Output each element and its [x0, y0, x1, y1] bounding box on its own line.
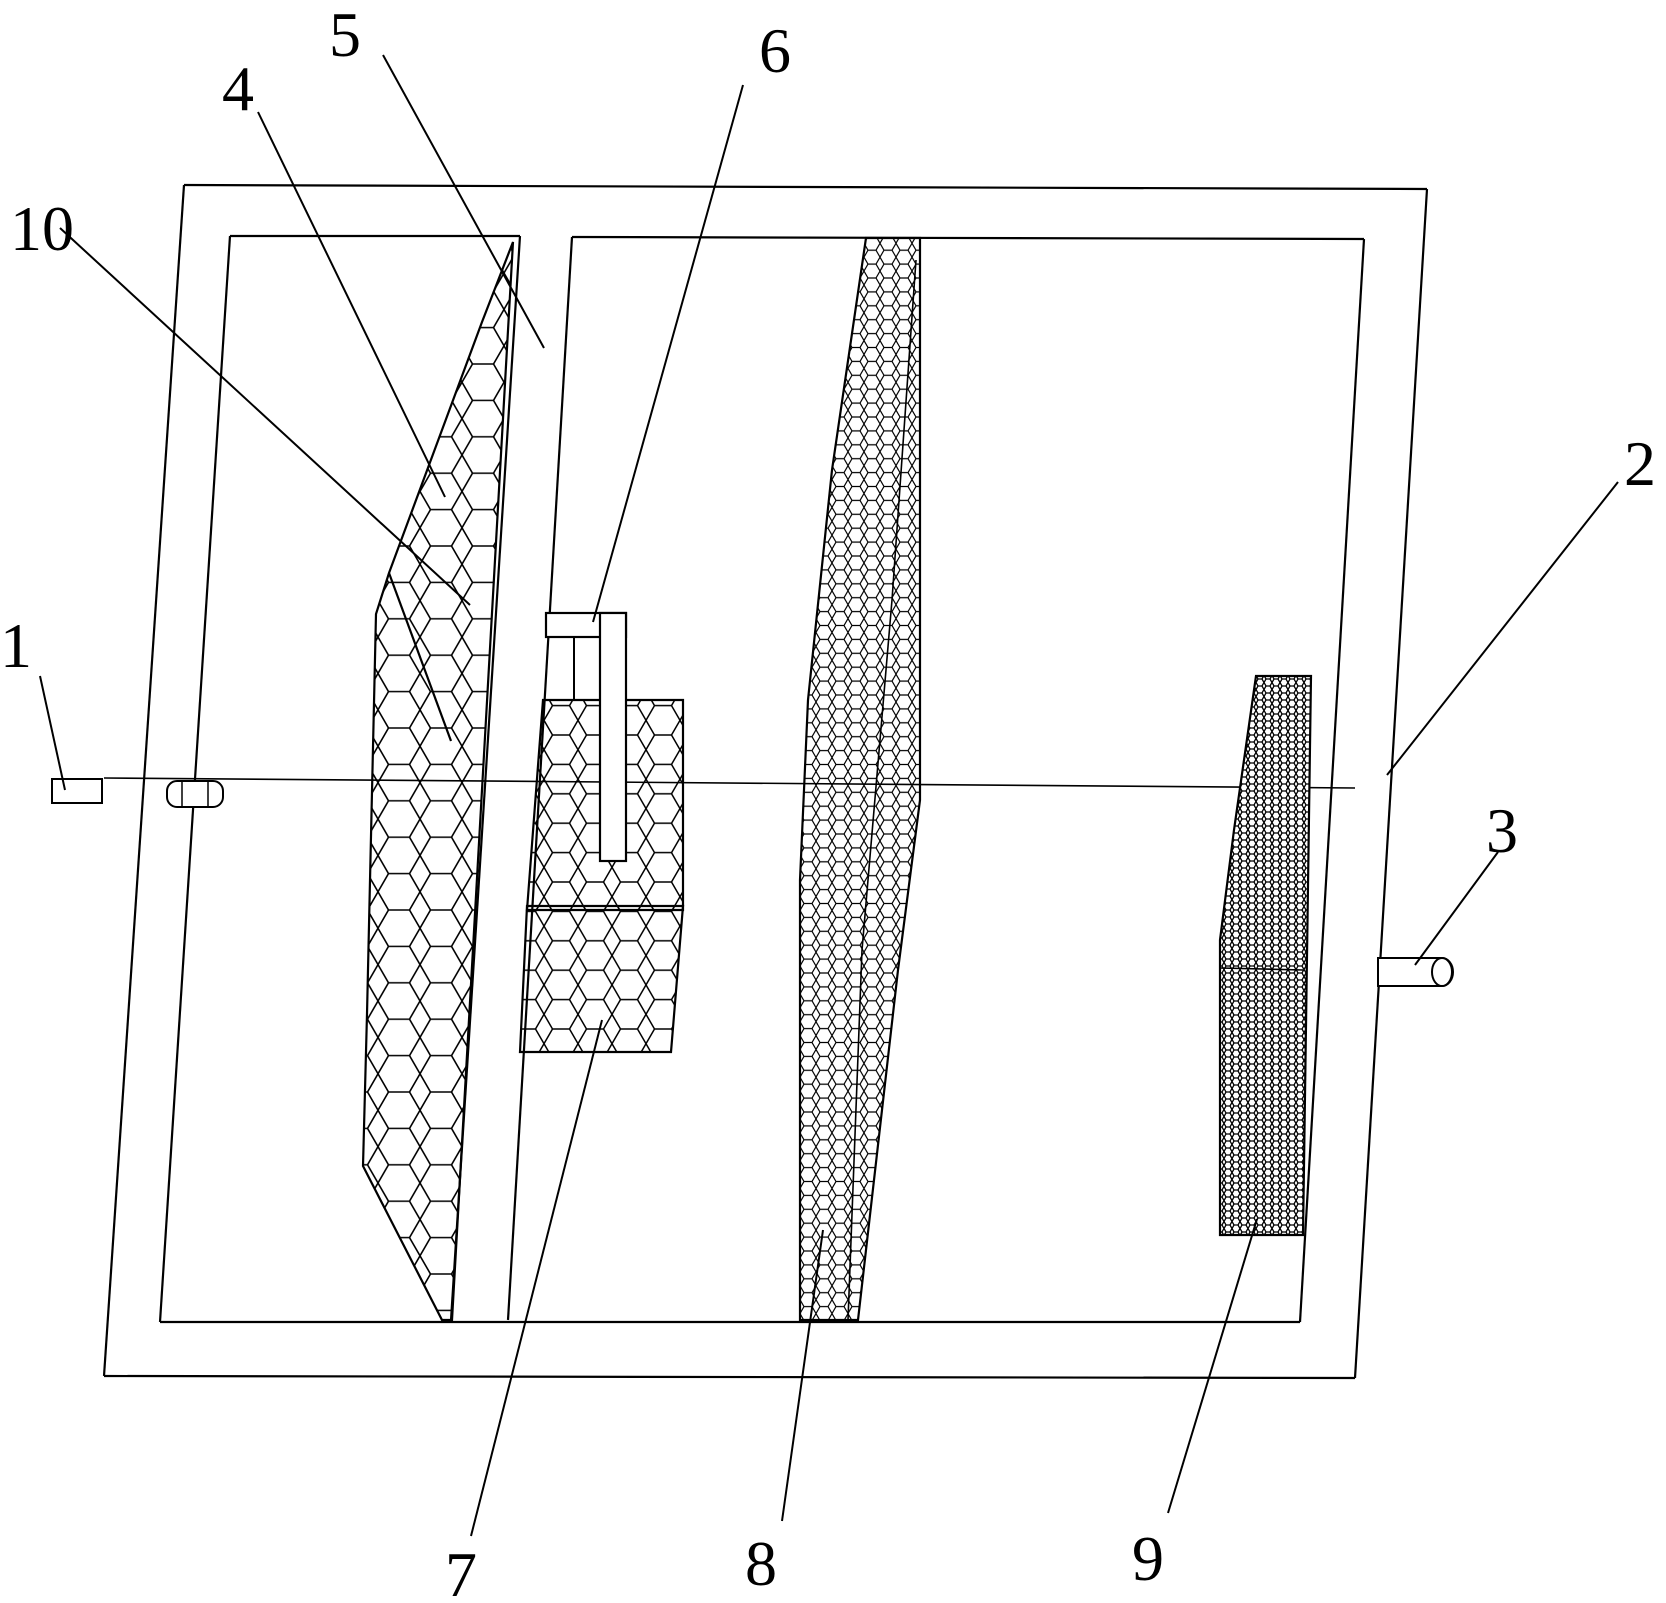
- label-10: 10: [10, 193, 74, 264]
- leader-2: [1386, 481, 1619, 776]
- filter-media-8: [798, 236, 922, 1322]
- leader-7: [470, 1019, 603, 1537]
- label-2: 2: [1624, 428, 1656, 499]
- label-5: 5: [329, 0, 361, 70]
- label-9: 9: [1132, 1523, 1164, 1594]
- leader-3: [1414, 851, 1499, 966]
- leader-10: [59, 227, 471, 606]
- inlet-pipe: [51, 778, 224, 808]
- label-8: 8: [745, 1528, 777, 1599]
- label-4: 4: [222, 53, 254, 124]
- outer-tank: [102, 183, 1429, 1380]
- filter-media-4: [361, 241, 515, 1322]
- leader-lines: [39, 54, 1619, 1537]
- label-6: 6: [759, 15, 791, 86]
- inner-tank-wall: [158, 234, 1366, 1324]
- outlet-pipe: [1377, 957, 1454, 987]
- label-1: 1: [0, 610, 32, 681]
- filter-media-9: [1218, 674, 1313, 1237]
- water-level-line: [103, 777, 1356, 789]
- distribution-pipe-6: [544, 611, 628, 863]
- leader-4: [257, 111, 446, 498]
- filter-media-8-divider: [847, 259, 917, 1321]
- label-3: 3: [1486, 795, 1518, 866]
- label-7: 7: [445, 1539, 477, 1603]
- leader-1: [39, 675, 66, 791]
- leader-5: [382, 54, 545, 349]
- leader-6: [592, 84, 744, 623]
- filter-media-4-divider: [387, 572, 453, 742]
- filter-media-9-divider: [1219, 967, 1304, 971]
- leader-8: [781, 1229, 824, 1522]
- leader-9: [1167, 1218, 1258, 1514]
